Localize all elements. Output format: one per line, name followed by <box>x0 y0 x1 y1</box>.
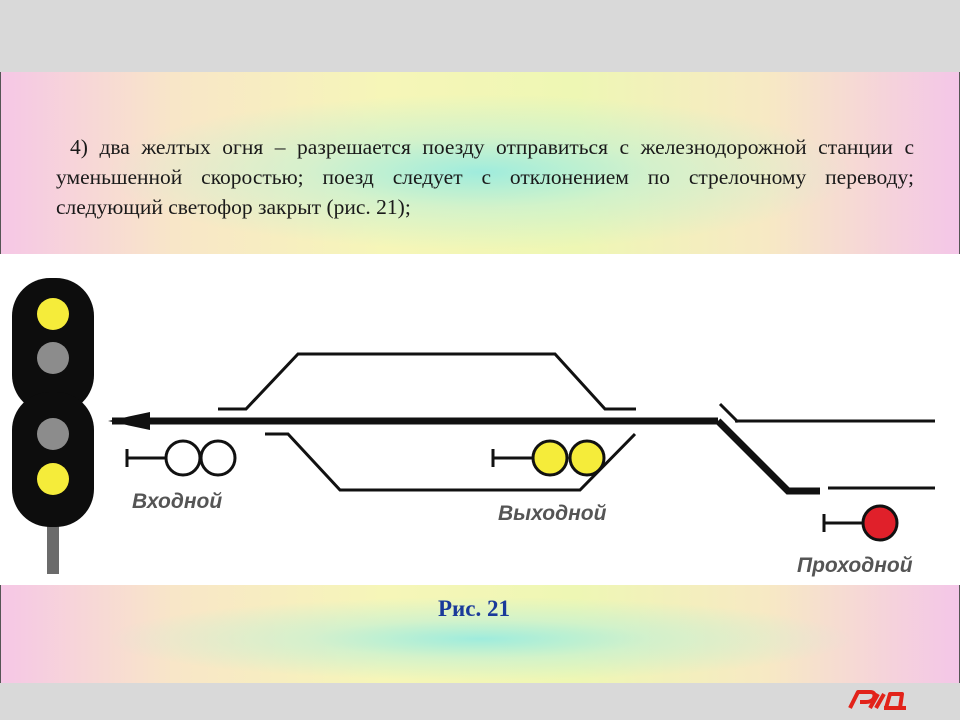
direction-arrow <box>108 412 150 430</box>
entry-light-2 <box>199 439 237 477</box>
signal-lower-head <box>12 392 94 527</box>
signal-light-2-grey <box>37 342 69 374</box>
caption-panel <box>0 585 960 683</box>
signal-mast <box>47 514 59 574</box>
exit-signal-label: Выходной <box>498 502 607 525</box>
rzd-logo <box>846 686 910 719</box>
text-panel <box>0 72 960 254</box>
signal-diagram: Входной Выходной Проходной <box>0 254 960 585</box>
diverging-route <box>715 418 820 495</box>
exit-light-2-yellow <box>568 439 606 477</box>
exit-light-1-yellow <box>531 439 569 477</box>
body-text: 4) два желтых огня – разрешается поезду … <box>56 135 914 219</box>
entry-light-1 <box>164 439 202 477</box>
signal-light-3-grey <box>37 418 69 450</box>
diagram-svg: Входной Выходной Проходной <box>12 278 935 577</box>
rzd-logo-icon <box>848 690 906 710</box>
signal-light-4-yellow <box>37 463 69 495</box>
bottom-bar <box>0 683 960 720</box>
block-light-red <box>861 504 899 542</box>
upper-siding <box>218 352 636 411</box>
figure-caption: Рис. 21 <box>437 596 510 621</box>
entry-signal-label: Входной <box>132 490 222 513</box>
top-bar <box>0 0 960 73</box>
switch-point <box>718 402 740 424</box>
block-signal-label: Проходной <box>797 554 913 577</box>
signal-light-1-yellow <box>37 298 69 330</box>
